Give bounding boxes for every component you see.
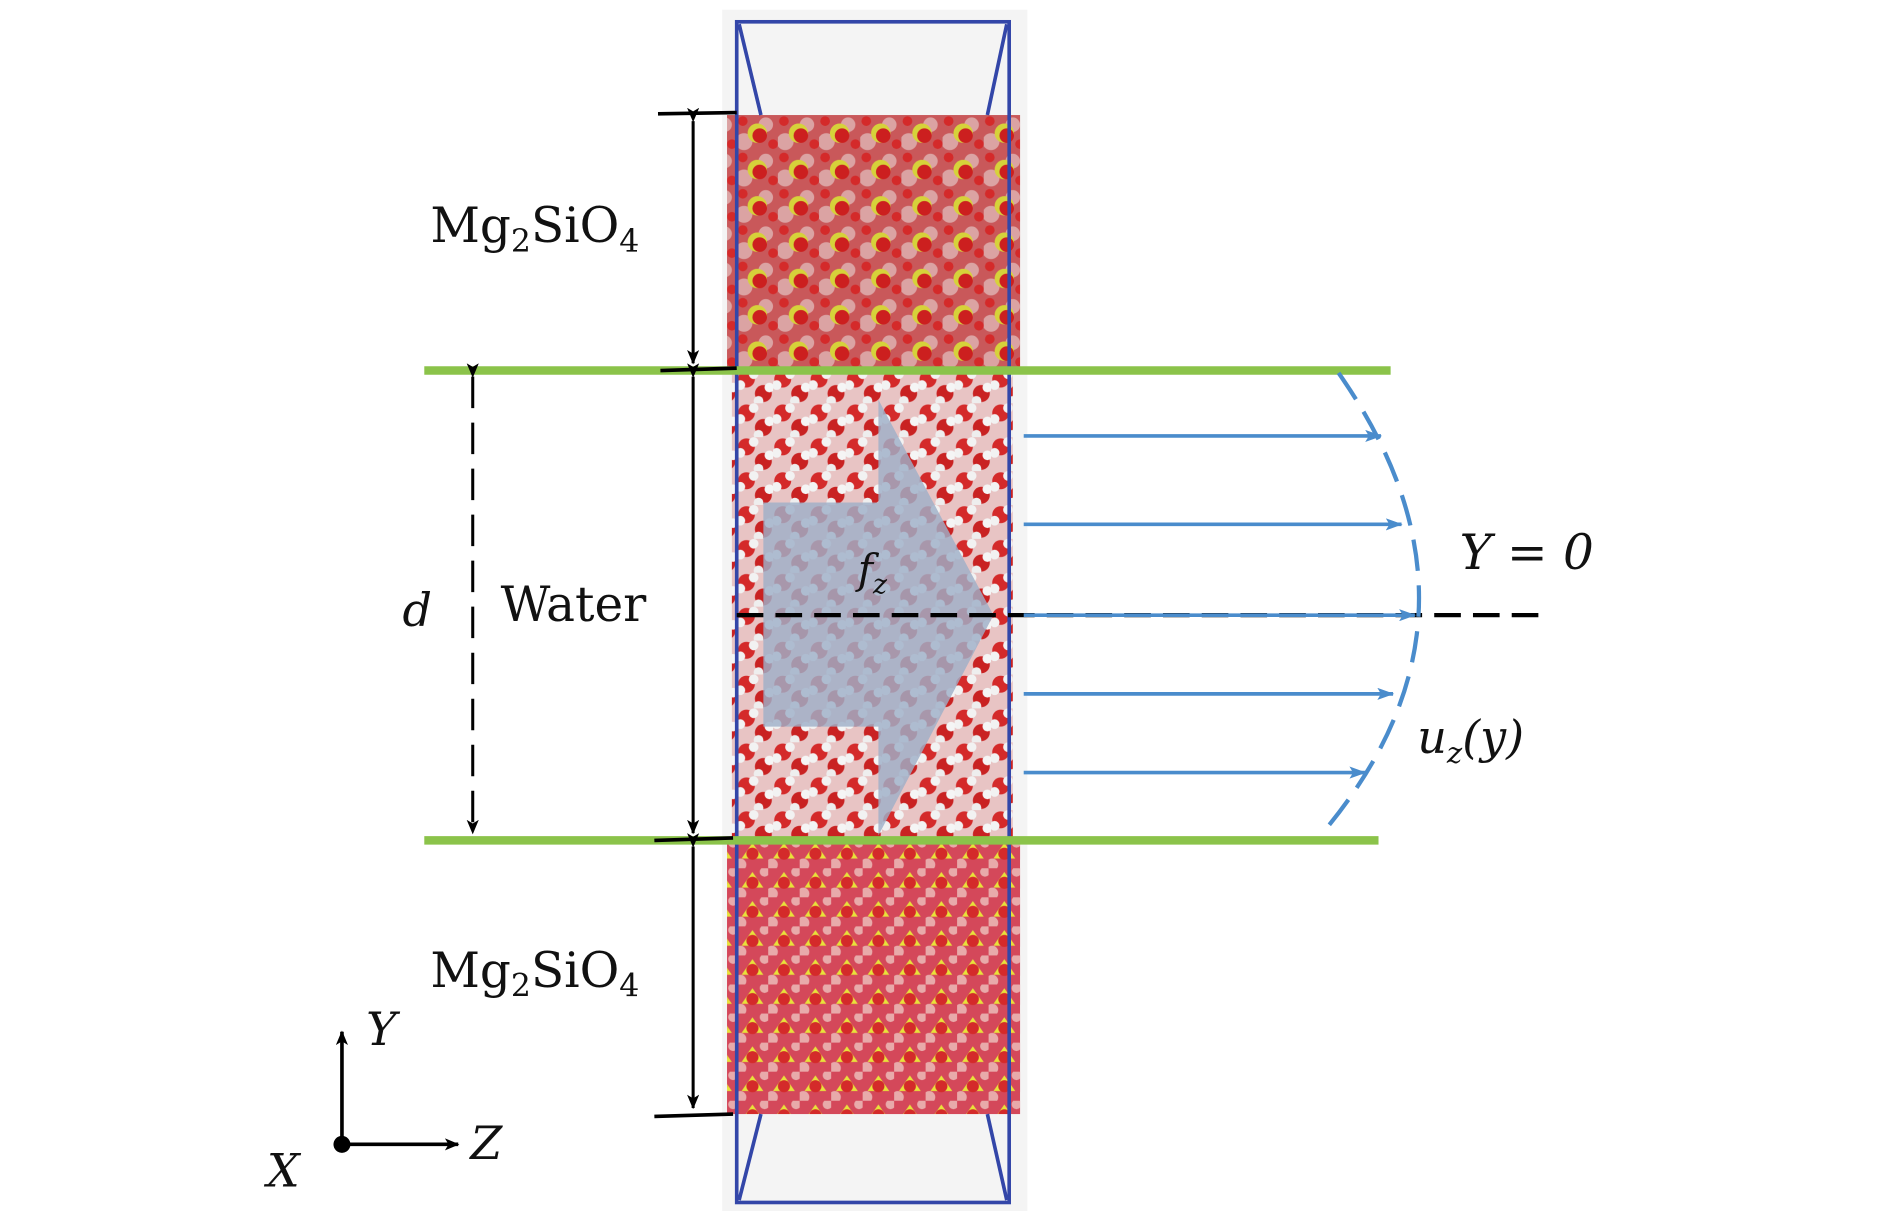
top-mg2sio4-crystal xyxy=(727,115,1021,370)
velocity-profile-curve xyxy=(1318,371,1422,837)
periodic-box-outline xyxy=(734,19,1011,1205)
thickness-arrows xyxy=(466,107,700,1110)
x-axis-dot xyxy=(333,1135,351,1153)
centerline-label: Y = 0 xyxy=(1460,525,1594,581)
velocity-label: uz(y) xyxy=(1417,710,1524,770)
bottom-mg2sio4-crystal xyxy=(727,839,1021,1115)
velocity-arrows xyxy=(1023,429,1417,779)
y-axis-label: Y xyxy=(366,1002,401,1056)
x-axis-label: X xyxy=(264,1144,302,1198)
bottom-layer-label: Mg2SiO4 xyxy=(430,943,639,1005)
force-arrow xyxy=(763,399,994,836)
coordinate-axes: Y Z X xyxy=(264,1002,503,1198)
water-label: Water xyxy=(501,577,648,633)
z-axis-label: Z xyxy=(468,1116,503,1170)
top-layer-label: Mg2SiO4 xyxy=(430,198,639,260)
gap-label: d xyxy=(402,583,431,637)
